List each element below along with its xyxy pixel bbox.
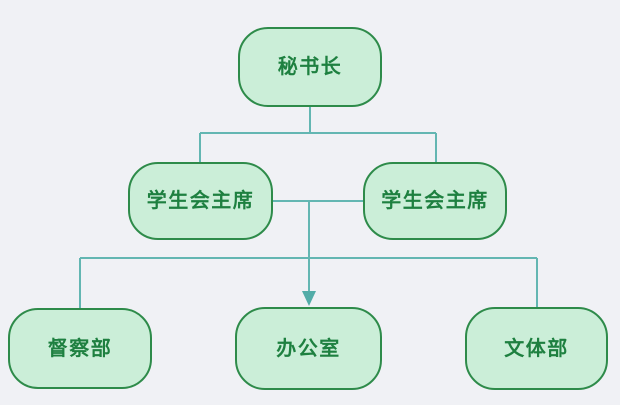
node-student-union-president-left[interactable]: 学生会主席	[128, 162, 273, 240]
arrow-down-icon	[302, 291, 316, 306]
node-label: 文体部	[504, 337, 569, 360]
node-label: 办公室	[276, 337, 341, 360]
node-label: 秘书长	[277, 56, 343, 78]
node-label: 学生会主席	[146, 190, 255, 212]
node-student-union-president-right[interactable]: 学生会主席	[363, 162, 507, 240]
node-label: 学生会主席	[381, 190, 489, 212]
node-label: 督察部	[47, 337, 113, 360]
node-culture-sports-department[interactable]: 文体部	[465, 307, 608, 390]
node-supervision-department[interactable]: 督察部	[8, 308, 152, 389]
node-office[interactable]: 办公室	[235, 307, 382, 390]
node-secretary-general[interactable]: 秘书长	[238, 27, 382, 107]
